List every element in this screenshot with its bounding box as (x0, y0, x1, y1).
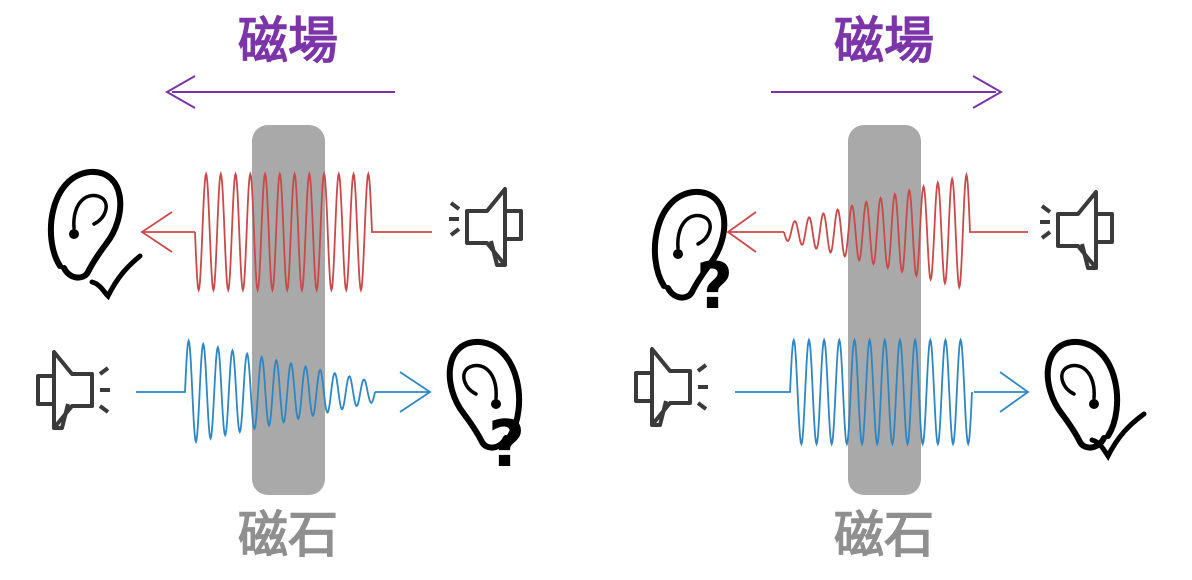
blue-wave (735, 337, 973, 447)
megaphone-icon (449, 187, 523, 267)
check-icon (89, 253, 143, 301)
check-icon (1089, 411, 1147, 461)
question-mark: ? (488, 408, 526, 482)
red-wave (783, 171, 1028, 291)
red-wave-arrowhead-icon (726, 211, 784, 253)
left-diagram (36, 75, 523, 495)
blue-wave-arrowhead-icon (974, 371, 1030, 413)
red-wave-arrowhead-icon (140, 211, 195, 253)
blue-wave-arrowhead-icon (375, 371, 432, 413)
ear-icon (446, 338, 523, 451)
megaphone-icon (36, 350, 110, 430)
blue-wave (136, 338, 376, 445)
magnet-bar (848, 125, 921, 495)
field-arrow-icon (164, 75, 395, 109)
red-wave (194, 170, 432, 294)
right-panel: 磁場 磁石 ? (596, 0, 1192, 580)
left-panel: 磁場 磁石 ? (36, 12, 526, 564)
magnetic-field-label: 磁場 (238, 12, 338, 70)
ear-icon (1044, 338, 1121, 451)
magnet-label: 磁石 (238, 506, 338, 564)
ear-icon (651, 188, 728, 301)
megaphone-icon (634, 347, 708, 427)
field-arrow-icon (771, 75, 1004, 109)
ear-icon (47, 168, 124, 281)
magnetic-field-label: 磁場 (834, 12, 934, 70)
megaphone-icon (1040, 190, 1114, 270)
magnet-label: 磁石 (834, 506, 934, 564)
magnet-bar (252, 125, 325, 495)
right-diagram (634, 75, 1147, 495)
question-mark: ? (696, 250, 734, 324)
